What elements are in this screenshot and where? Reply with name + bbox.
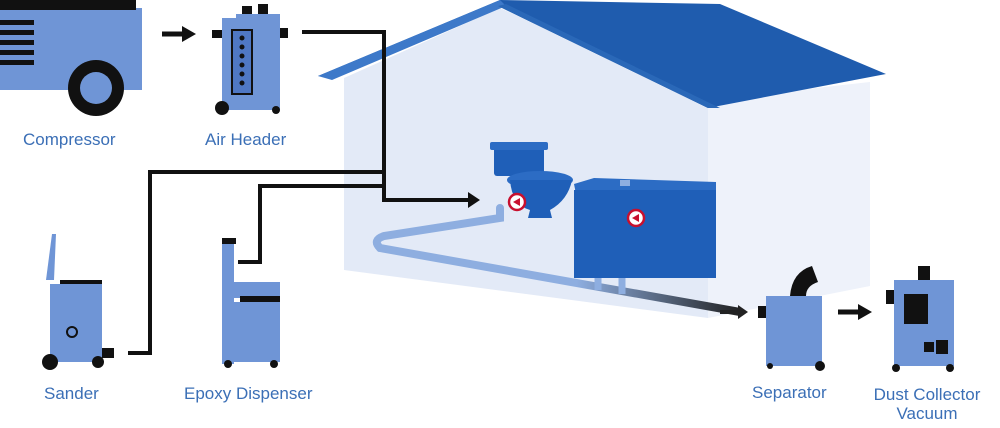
air-header-wheel xyxy=(272,106,280,114)
valve-arrow xyxy=(632,214,639,222)
air-header-to-house-line xyxy=(302,30,470,202)
air-header-panel xyxy=(231,29,253,95)
air-header-handle xyxy=(258,4,268,16)
sander-outlet xyxy=(102,348,114,358)
dust-collector-gauge xyxy=(936,340,948,354)
separator-body xyxy=(766,296,822,366)
epoxy-dispenser-wheel xyxy=(224,360,232,368)
dust-collector-vacuum xyxy=(886,266,954,372)
arrow-separator-to-collector-head xyxy=(858,304,872,320)
toilet-tank-lid xyxy=(490,142,548,150)
arrow-into-house xyxy=(468,192,480,208)
separator-wheel xyxy=(815,361,825,371)
label-dust-collector-line1: Dust Collector xyxy=(873,385,981,404)
label-dust-collector-line2: Vacuum xyxy=(896,404,958,423)
label-separator: Separator xyxy=(752,383,827,402)
label-air-header: Air Header xyxy=(205,130,287,149)
supply-lines xyxy=(128,30,470,355)
epoxy-dispenser-cabinet xyxy=(222,302,280,362)
air-header-wheel xyxy=(215,101,229,115)
separator-inlet-duct xyxy=(790,266,818,296)
arrow-compressor-to-header-head xyxy=(182,26,196,42)
air-header-ports xyxy=(239,35,245,86)
sander-supply-line xyxy=(128,170,384,355)
toilet-bowl xyxy=(510,180,572,218)
arrow-to-separator-head xyxy=(738,305,748,319)
dust-collector-switch xyxy=(924,342,934,352)
dust-collector-port xyxy=(886,290,894,304)
air-header-side-port xyxy=(212,30,222,38)
compressor xyxy=(0,0,142,116)
sander-body xyxy=(50,284,102,362)
air-header-cap xyxy=(236,14,280,20)
house-roof-front-edge xyxy=(318,0,506,80)
compressor-vent xyxy=(0,20,34,65)
epoxy-dispenser-tray xyxy=(222,282,280,298)
epoxy-dispenser xyxy=(222,238,280,368)
label-sander: Sander xyxy=(44,384,99,403)
sander-handle xyxy=(46,234,56,280)
separator xyxy=(758,266,825,371)
bathtub-body xyxy=(574,190,716,278)
house-roof-eave xyxy=(498,4,720,108)
label-epoxy-dispenser: Epoxy Dispenser xyxy=(184,384,313,403)
sander xyxy=(42,234,114,370)
main-floor-pipe xyxy=(372,204,744,316)
sander-wheel xyxy=(42,354,58,370)
separator-wheel xyxy=(767,363,773,369)
bathtub xyxy=(574,178,716,278)
toilet xyxy=(490,142,573,218)
bathtub-faucet xyxy=(620,180,630,186)
air-header-side-port xyxy=(280,28,288,38)
epoxy-dispenser-head xyxy=(222,238,236,244)
sander-knob xyxy=(66,326,78,338)
compressor-top xyxy=(0,0,136,10)
epoxy-supply-line xyxy=(238,184,384,264)
epoxy-dispenser-shelf xyxy=(240,296,280,302)
valve-arrow xyxy=(513,198,520,206)
air-header-handle xyxy=(242,6,252,16)
label-dust-collector-vacuum: Dust Collector Vacuum xyxy=(862,385,992,423)
toilet-tank xyxy=(494,146,544,176)
air-header xyxy=(212,4,288,115)
dust-collector-exhaust xyxy=(918,266,930,280)
dust-collector-wheel xyxy=(946,364,954,372)
house-side-wall xyxy=(708,82,870,318)
dust-collector-filter xyxy=(904,294,928,324)
sander-wheel xyxy=(92,356,104,368)
epoxy-dispenser-wheel xyxy=(270,360,278,368)
dust-collector-wheel xyxy=(892,364,900,372)
compressor-wheel-hub xyxy=(80,72,112,104)
house xyxy=(318,0,886,318)
label-compressor: Compressor xyxy=(23,130,116,149)
separator-port xyxy=(758,306,766,318)
